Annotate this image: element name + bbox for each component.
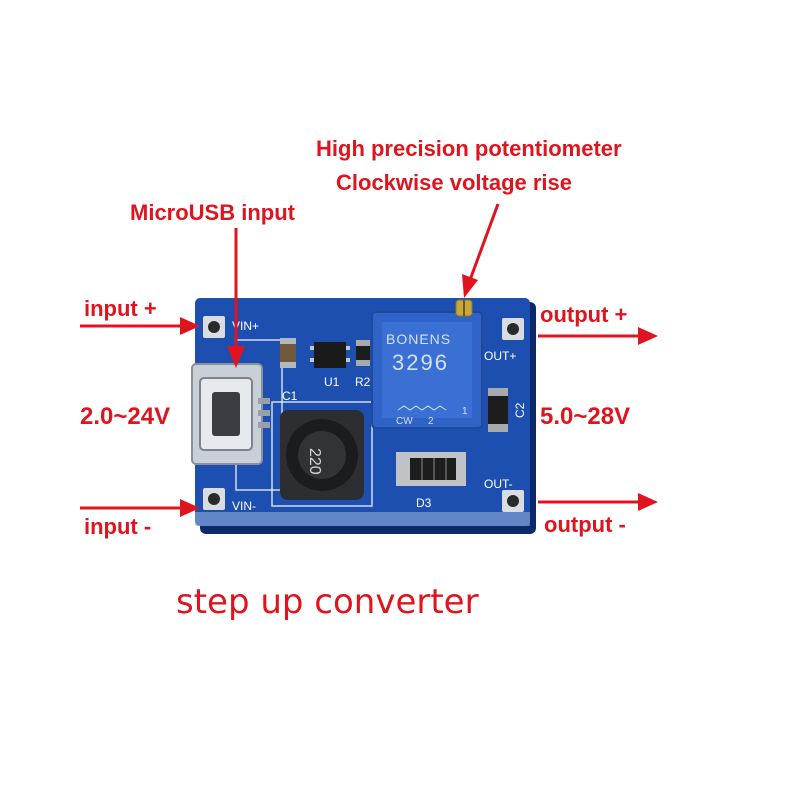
pad-vin-minus — [203, 488, 225, 510]
label-out-plus: OUT+ — [484, 349, 516, 363]
pot-brand: BONENS — [386, 331, 451, 347]
label-out-minus: OUT- — [484, 477, 513, 491]
diode-d3 — [396, 452, 466, 486]
annotation-input-range: 2.0~24V — [80, 403, 171, 430]
arrow-potentiometer — [462, 203, 500, 298]
microusb-connector — [191, 363, 270, 465]
annotation-input-minus: input - — [84, 514, 152, 539]
label-d3: D3 — [416, 496, 432, 510]
inductor — [280, 410, 364, 500]
pot-pin1: 1 — [462, 406, 468, 417]
label-vin-plus: VIN+ — [232, 319, 259, 333]
pcb-edge — [195, 512, 530, 526]
chip-u1 — [310, 342, 350, 368]
arrow-output-minus — [538, 493, 658, 511]
annotation-potentiometer-line1: High precision potentiometer — [316, 136, 622, 161]
pot-model: 3296 — [392, 350, 449, 375]
potentiometer — [371, 299, 483, 429]
capacitor-c1 — [280, 338, 296, 368]
annotation-output-range: 5.0~28V — [540, 403, 631, 430]
annotation-potentiometer-line2: Clockwise voltage rise — [336, 170, 572, 195]
inductor-marking: 220 — [306, 448, 323, 475]
label-u1: U1 — [324, 375, 340, 389]
label-vin-minus: VIN- — [232, 499, 256, 513]
pad-vin-plus — [203, 316, 225, 338]
annotation-output-plus: output + — [540, 302, 628, 327]
resistor-r2 — [356, 340, 370, 366]
label-c2: C2 — [513, 402, 527, 418]
pot-pin: 2 — [428, 416, 434, 427]
label-c1: C1 — [282, 389, 298, 403]
pad-out-plus — [502, 318, 524, 340]
arrow-input-plus — [80, 317, 200, 335]
pot-cw: CW — [396, 416, 413, 427]
pad-out-minus — [502, 490, 524, 512]
arrow-microusb — [227, 228, 245, 368]
arrow-output-plus — [538, 327, 658, 345]
caption: step up converter — [176, 582, 479, 622]
annotation-input-plus: input + — [84, 296, 157, 321]
annotation-microusb: MicroUSB input — [130, 200, 295, 225]
annotation-output-minus: output - — [544, 512, 626, 537]
capacitor-c2 — [488, 388, 508, 432]
pot-wiper-mark — [397, 405, 447, 411]
arrow-input-minus — [80, 499, 200, 517]
label-r2: R2 — [355, 375, 371, 389]
